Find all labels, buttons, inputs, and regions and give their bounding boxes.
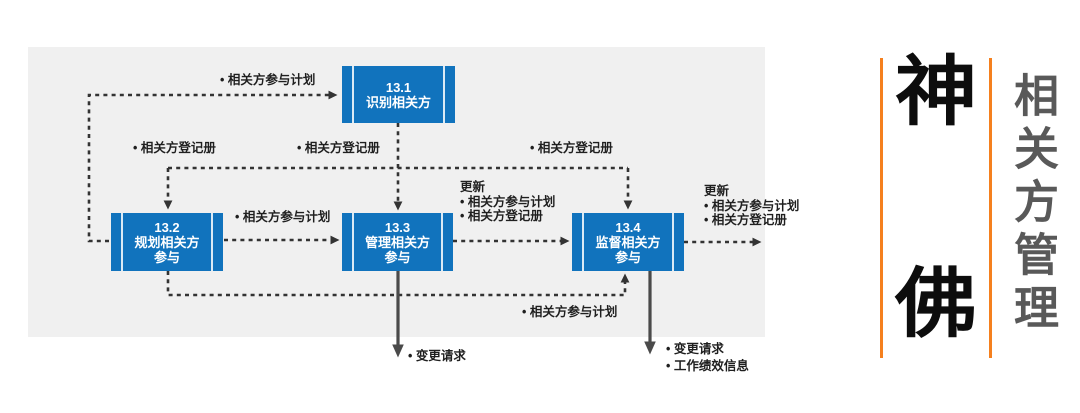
process-name-line2: 参与: [153, 249, 180, 265]
label-output-item: • 工作绩效信息: [666, 359, 749, 373]
flow-plan-into-13-1: [87, 90, 338, 243]
box-side-divider: [441, 213, 443, 271]
label-stakeholder-engagement-plan-bottom: • 相关方参与计划: [522, 305, 618, 319]
flow-13-2-return-to-13-4: [166, 271, 630, 297]
label-updates-between-13-3-and-13-4: 更新 • 相关方参与计划 • 相关方登记册: [460, 180, 555, 224]
label-stakeholder-engagement-plan-top: • 相关方参与计划: [220, 73, 316, 87]
label-updates-right-of-13-4: 更新 • 相关方参与计划 • 相关方登记册: [704, 184, 799, 228]
process-code: 13.4: [615, 219, 641, 235]
process-box-13-4-monitor-stakeholder-engagement: 13.4 监督相关方 参与: [572, 213, 684, 271]
label-outputs-13-4: • 变更请求 • 工作绩效信息: [666, 341, 749, 375]
process-code: 13.3: [384, 219, 411, 235]
label-stakeholder-engagement-plan-mid: • 相关方参与计划: [235, 210, 331, 224]
label-stakeholder-register-left: • 相关方登记册: [133, 141, 216, 155]
box-side-divider: [443, 66, 445, 123]
orange-accent-line-right: [989, 58, 992, 358]
process-name: 管理相关方: [364, 234, 430, 250]
process-name: 规划相关方: [134, 234, 200, 250]
process-name: 识别相关方: [365, 94, 431, 110]
orange-accent-line-left: [880, 58, 883, 358]
process-name-line2: 参与: [614, 249, 641, 265]
label-update-item: • 相关方参与计划: [704, 198, 800, 213]
process-name: 监督相关方: [595, 234, 661, 250]
label-update-item: • 相关方登记册: [460, 209, 543, 223]
box-side-divider: [582, 213, 584, 271]
label-update-heading: 更新: [704, 184, 730, 198]
label-update-heading: 更新: [460, 180, 486, 194]
label-stakeholder-register-mid: • 相关方登记册: [297, 141, 380, 155]
box-side-divider: [352, 213, 354, 271]
label-output-item: • 变更请求: [666, 342, 724, 356]
process-box-13-1-identify-stakeholders: 13.1 识别相关方: [342, 66, 455, 123]
label-stakeholder-register-right: • 相关方登记册: [530, 141, 613, 155]
watermark-char-fo: 佛: [894, 262, 978, 347]
process-code: 13.1: [385, 79, 412, 95]
box-side-divider: [211, 213, 213, 271]
process-code: 13.2: [154, 219, 180, 235]
process-box-13-2-plan-stakeholder-engagement: 13.2 规划相关方 参与: [111, 213, 223, 271]
process-box-13-3-manage-stakeholder-engagement: 13.3 管理相关方 参与: [342, 213, 453, 271]
vertical-title-stakeholder-management: 相关方管理: [1007, 72, 1058, 337]
watermark-char-shen: 神: [894, 50, 978, 135]
box-side-divider: [121, 213, 123, 271]
box-side-divider: [352, 66, 354, 123]
label-change-request-13-3: • 变更请求: [408, 349, 466, 363]
box-side-divider: [672, 213, 674, 271]
process-name-line2: 参与: [384, 249, 411, 265]
label-update-item: • 相关方登记册: [704, 213, 787, 227]
label-update-item: • 相关方参与计划: [460, 194, 556, 209]
